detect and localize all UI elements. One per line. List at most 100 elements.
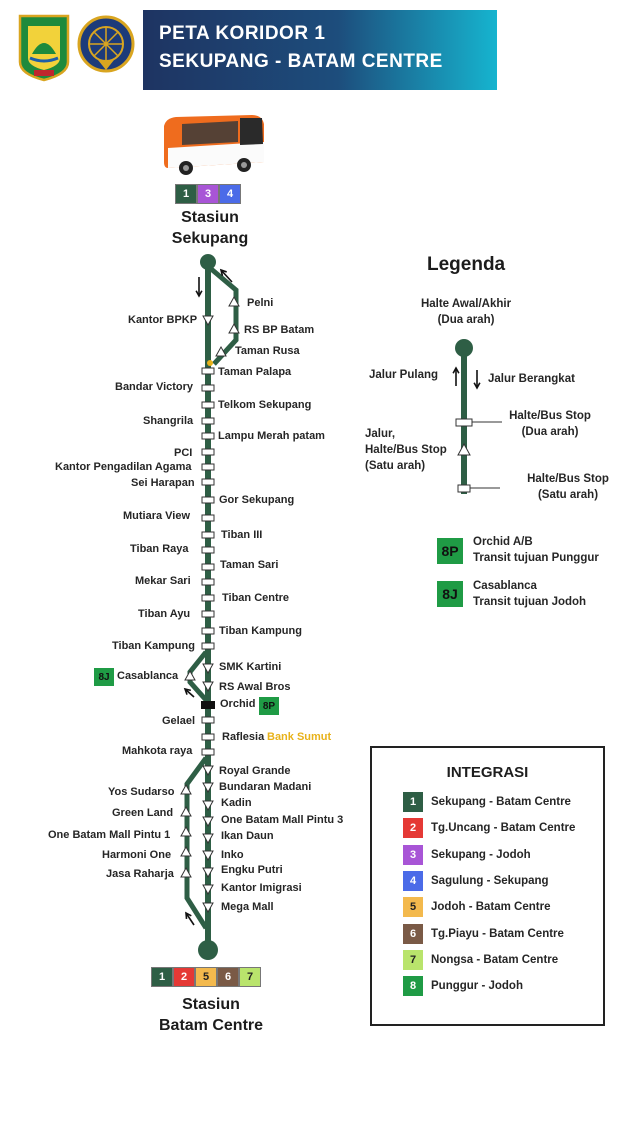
end-terminal-line1: Stasiun bbox=[182, 996, 240, 1013]
legend-arrow-down-head bbox=[473, 382, 481, 390]
corridor-badge: 1 bbox=[151, 967, 173, 987]
stop-marker bbox=[201, 432, 215, 440]
stop-label-right: Kadin bbox=[221, 797, 252, 809]
stop-label-left: Bandar Victory bbox=[115, 381, 194, 393]
bus-illustration bbox=[164, 115, 264, 175]
stop-label-left: Gelael bbox=[162, 715, 196, 727]
stop-label-left: Green Land bbox=[112, 807, 174, 819]
stop-marker bbox=[201, 610, 215, 618]
direction-arrow-casablanca bbox=[184, 688, 195, 698]
legend-stop-one-line2: (Satu arah) bbox=[537, 489, 599, 501]
legend-title: Legenda bbox=[427, 254, 506, 275]
transit-tag-orchid: 8P bbox=[259, 697, 279, 715]
corridor-badge: 6 bbox=[217, 967, 239, 987]
one-way-down-marker bbox=[202, 850, 214, 862]
legend-arrow-up-head bbox=[452, 366, 460, 374]
legend-terminal-line2: (Dua arah) bbox=[437, 314, 495, 326]
legend-transit-8j-line1: Casablanca bbox=[473, 580, 537, 592]
stop-label-left: Tiban Kampung bbox=[112, 640, 195, 652]
stop-label-right: Lampu Merah patam bbox=[218, 430, 325, 442]
integrasi-item-number: 3 bbox=[403, 844, 423, 865]
stop-label-left: Yos Sudarso bbox=[108, 786, 175, 798]
stop-label-left: Mutiara View bbox=[123, 510, 191, 522]
one-way-down-marker bbox=[202, 902, 214, 914]
stop-label-left: Tiban Ayu bbox=[138, 608, 191, 620]
one-way-down-marker bbox=[202, 867, 214, 879]
stop-label-right: Inko bbox=[221, 849, 244, 861]
stop-label-right: Taman Palapa bbox=[218, 366, 292, 378]
one-way-down-marker bbox=[202, 816, 214, 828]
start-terminal-label: Stasiun Sekupang bbox=[150, 207, 270, 249]
corridor-badge: 1 bbox=[175, 184, 197, 204]
legend-one-way-line2: Halte/Bus Stop bbox=[365, 444, 447, 456]
legend-one-way: Jalur, Halte/Bus Stop (Satu arah) bbox=[365, 426, 447, 474]
one-way-up-marker bbox=[180, 845, 192, 857]
bank-sumut-label: Bank Sumut bbox=[267, 731, 332, 743]
transit-tag-casablanca: 8J bbox=[94, 668, 114, 686]
stop-marker bbox=[201, 578, 215, 586]
one-way-up-marker bbox=[228, 295, 240, 307]
stop-label-right: Mega Mall bbox=[221, 901, 274, 913]
corridor-badge: 7 bbox=[239, 967, 261, 987]
stop-label-right: Kantor Imigrasi bbox=[221, 882, 302, 894]
end-terminal-dot bbox=[198, 940, 218, 960]
stop-label-left: One Batam Mall Pintu 1 bbox=[48, 829, 171, 841]
stop-marker bbox=[201, 563, 215, 571]
start-terminal-line2: Sekupang bbox=[171, 230, 249, 247]
stop-label-right: Royal Grande bbox=[219, 765, 291, 777]
one-way-down-marker bbox=[202, 681, 214, 693]
stop-label-right: SMK Kartini bbox=[219, 661, 282, 673]
stop-marker bbox=[201, 496, 215, 504]
one-way-up-marker bbox=[215, 345, 227, 357]
stop-label-right: Bundaran Madani bbox=[219, 781, 312, 793]
integrasi-item-number: 6 bbox=[403, 923, 423, 944]
legend-stop-two-way: Halte/Bus Stop (Dua arah) bbox=[492, 408, 608, 440]
stop-label-left: Casablanca bbox=[117, 670, 179, 682]
one-way-up-marker bbox=[184, 669, 196, 681]
direction-arrow-end-head bbox=[185, 911, 192, 920]
integrasi-item-name: Tg.Piayu - Batam Centre bbox=[431, 927, 564, 940]
one-way-down-marker bbox=[202, 765, 214, 777]
stop-label-right: Ikan Daun bbox=[221, 830, 274, 842]
title-banner: PETA KORIDOR 1 SEKUPANG - BATAM CENTRE bbox=[143, 10, 497, 90]
one-way-down-marker bbox=[202, 782, 214, 794]
stop-marker-taman-palapa bbox=[207, 360, 213, 366]
legend-one-way-marker bbox=[457, 442, 471, 456]
integrasi-title: INTEGRASI bbox=[446, 764, 529, 781]
stop-marker bbox=[201, 748, 215, 756]
title-line-1: PETA KORIDOR 1 bbox=[159, 23, 326, 44]
stop-marker bbox=[201, 367, 215, 375]
legend-stop-two-line2: (Dua arah) bbox=[521, 426, 579, 438]
legend-stop-one-way: Halte/Bus Stop (Satu arah) bbox=[510, 471, 626, 503]
integrasi-item-number: 1 bbox=[403, 792, 423, 812]
stop-label-right: Raflesia bbox=[222, 731, 265, 743]
integrasi-item-number: 4 bbox=[403, 870, 423, 891]
legend-transit-8j-text: Casablanca Transit tujuan Jodoh bbox=[473, 578, 586, 610]
stop-label-right: Tiban Centre bbox=[222, 592, 290, 604]
end-terminal-label: Stasiun Batam Centre bbox=[138, 994, 284, 1036]
stop-label-left: Kantor Pengadilan Agama bbox=[55, 461, 192, 473]
legend-transit-code-8p: 8P bbox=[437, 538, 463, 564]
legend-terminal-dot bbox=[455, 339, 473, 357]
one-way-down-marker bbox=[202, 663, 214, 675]
stop-label-right: Telkom Sekupang bbox=[218, 399, 312, 411]
stop-marker bbox=[201, 716, 215, 724]
end-terminal-line2: Batam Centre bbox=[158, 1017, 264, 1034]
one-way-up-marker bbox=[180, 825, 192, 837]
corridor-badge: 2 bbox=[173, 967, 195, 987]
stop-label-left: Harmoni One bbox=[102, 849, 172, 861]
corridor-badge: 3 bbox=[197, 184, 219, 204]
direction-arrow-end bbox=[185, 912, 195, 926]
stop-label-right: Tiban Kampung bbox=[219, 625, 302, 637]
legend-terminal: Halte Awal/Akhir (Dua arah) bbox=[396, 296, 536, 328]
integrasi-item-number: 5 bbox=[403, 897, 423, 918]
integrasi-item-name: Tg.Uncang - Batam Centre bbox=[431, 822, 576, 835]
route-markers bbox=[180, 254, 502, 960]
stop-marker bbox=[201, 384, 215, 392]
stop-label-left: Mekar Sari bbox=[135, 575, 191, 587]
stop-marker bbox=[201, 478, 215, 486]
